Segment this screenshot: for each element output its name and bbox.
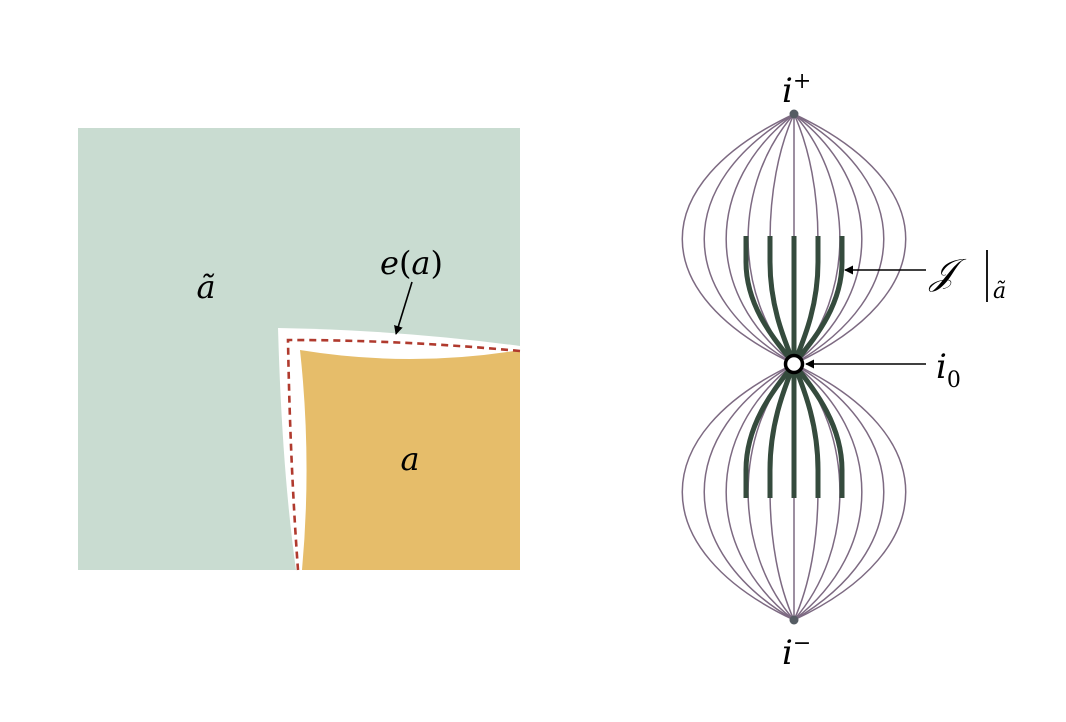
scri-label: 𝒥 ã xyxy=(928,250,1006,304)
edge-label: e(a) xyxy=(380,244,443,282)
region-a xyxy=(300,350,520,570)
thin-curve xyxy=(725,113,796,621)
thin-curve xyxy=(792,113,885,621)
thin-curve xyxy=(792,113,863,621)
scri-subscript: ã xyxy=(993,279,1006,304)
complement-label: ã xyxy=(196,268,215,306)
dashed-edge-boundary xyxy=(286,338,521,571)
top-vertex-label: i+ xyxy=(782,69,811,111)
thin-curve xyxy=(703,113,796,621)
left-panel: ã a e(a) xyxy=(78,128,521,571)
bottom-vertex-label: i− xyxy=(782,631,811,673)
region-label: a xyxy=(400,440,419,478)
top-vertex-dot xyxy=(789,109,799,119)
thin-curve xyxy=(681,113,796,621)
scri-symbol: 𝒥 xyxy=(928,252,967,293)
thin-curve xyxy=(792,113,907,621)
bottom-vertex-dot xyxy=(789,615,799,625)
origin-label: i0 xyxy=(936,347,961,393)
right-panel: i+ i− i0 𝒥 ã xyxy=(681,69,1006,673)
thick-curve-lower xyxy=(791,363,821,498)
thick-curve-lower xyxy=(767,363,797,498)
edge-label-arrow xyxy=(394,281,413,335)
origin-vertex xyxy=(783,353,805,375)
